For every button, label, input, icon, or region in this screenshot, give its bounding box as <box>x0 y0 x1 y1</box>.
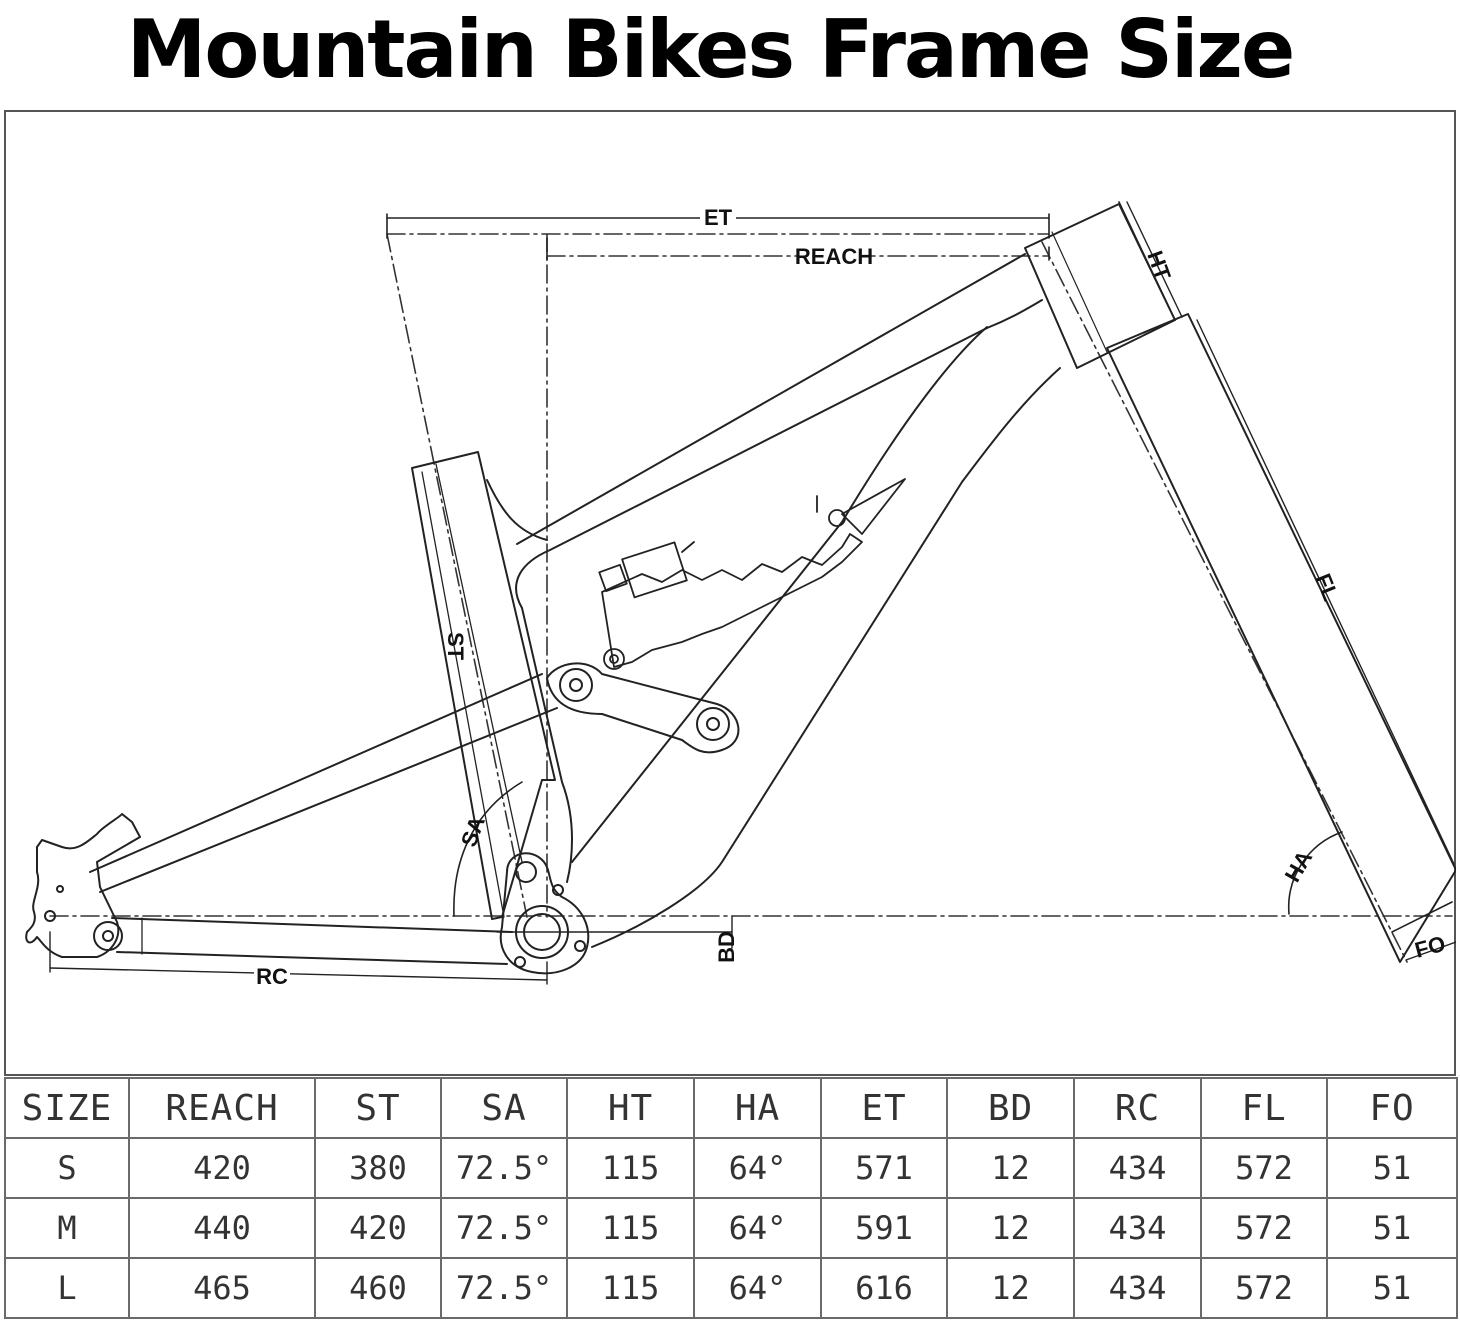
fl-dimension-line <box>1196 319 1455 865</box>
table-cell-rc: 434 <box>1073 1257 1202 1319</box>
table-cell-size: M <box>4 1197 130 1259</box>
bottom-bracket <box>499 852 590 975</box>
column-header-ha: HA <box>693 1077 822 1139</box>
table-cell-reach: 420 <box>128 1137 316 1199</box>
table-cell-bd: 12 <box>946 1137 1075 1199</box>
fo-dimension-line <box>1405 941 1456 961</box>
table-cell-rc: 434 <box>1073 1197 1202 1259</box>
seat-tube <box>411 451 573 920</box>
table-cell-ha: 64° <box>693 1257 822 1319</box>
rear-axle-circle <box>44 910 56 922</box>
table-cell-fo: 51 <box>1326 1257 1458 1319</box>
st-dimension-line <box>421 471 505 918</box>
label-bd: BD <box>714 931 739 963</box>
table-cell-st: 420 <box>314 1197 442 1259</box>
table-cell-rc: 434 <box>1073 1137 1202 1199</box>
table-cell-ha: 64° <box>693 1137 822 1199</box>
table-cell-reach: 440 <box>128 1197 316 1259</box>
table-cell-ht: 115 <box>566 1137 695 1199</box>
column-header-rc: RC <box>1073 1077 1202 1139</box>
label-et: ET <box>704 205 733 230</box>
rear-pivot <box>93 921 123 951</box>
head-tube <box>1024 201 1176 369</box>
table-cell-ha: 64° <box>693 1197 822 1259</box>
column-header-reach: REACH <box>128 1077 316 1139</box>
ha-angle-arc <box>1287 831 1343 915</box>
seat-stay <box>89 673 558 893</box>
column-header-et: ET <box>820 1077 948 1139</box>
table-cell-fl: 572 <box>1200 1137 1328 1199</box>
table-cell-size: L <box>4 1257 130 1319</box>
down-tube <box>571 326 1061 948</box>
column-header-st: ST <box>314 1077 442 1139</box>
bd-dimension-line <box>496 915 733 949</box>
dimension-labels: ET REACH HT FL ST SA HA BD RC FO <box>254 205 1448 989</box>
dimension-guides <box>49 233 1453 963</box>
table-cell-bd: 12 <box>946 1257 1075 1319</box>
label-ht: HT <box>1142 247 1176 284</box>
label-reach: REACH <box>795 244 873 269</box>
bike-frame-drawing: ET REACH HT FL ST SA HA BD RC FO <box>25 201 1456 989</box>
table-cell-fo: 51 <box>1326 1137 1458 1199</box>
table-cell-et: 591 <box>820 1197 948 1259</box>
table-cell-sa: 72.5° <box>440 1257 568 1319</box>
chain-stay <box>111 917 513 965</box>
rear-dropout <box>25 813 141 958</box>
column-header-fl: FL <box>1200 1077 1328 1139</box>
column-header-fo: FO <box>1326 1077 1458 1139</box>
table-cell-et: 571 <box>820 1137 948 1199</box>
table-cell-size: S <box>4 1137 130 1199</box>
page-title: Mountain Bikes Frame Size <box>126 3 1295 96</box>
column-header-size: SIZE <box>4 1077 130 1139</box>
table-cell-fl: 572 <box>1200 1257 1328 1319</box>
table-cell-et: 616 <box>820 1257 948 1319</box>
table-cell-bd: 12 <box>946 1197 1075 1259</box>
label-fo: FO <box>1412 931 1448 963</box>
rc-dimension-line <box>49 931 548 985</box>
top-tube <box>486 253 1043 609</box>
label-rc: RC <box>256 964 288 989</box>
table-cell-sa: 72.5° <box>440 1197 568 1259</box>
table-cell-sa: 72.5° <box>440 1137 568 1199</box>
table-cell-st: 380 <box>314 1137 442 1199</box>
rocker-link <box>546 662 740 754</box>
table-cell-fo: 51 <box>1326 1197 1458 1259</box>
label-sa: SA <box>456 813 490 850</box>
column-header-bd: BD <box>946 1077 1075 1139</box>
sa-angle-arc <box>453 781 523 917</box>
table-cell-ht: 115 <box>566 1197 695 1259</box>
rear-pivot-inner <box>102 930 114 942</box>
table-cell-reach: 465 <box>128 1257 316 1319</box>
label-st: ST <box>443 632 468 661</box>
table-cell-st: 460 <box>314 1257 442 1319</box>
label-fl: FL <box>1310 570 1343 604</box>
frame-geometry-diagram: ET REACH HT FL ST SA HA BD RC FO <box>4 110 1456 1076</box>
column-header-ht: HT <box>566 1077 695 1139</box>
table-cell-ht: 115 <box>566 1257 695 1319</box>
table-cell-fl: 572 <box>1200 1197 1328 1259</box>
rear-shock <box>598 478 906 670</box>
ht-dimension-line <box>1126 201 1183 318</box>
fork-leg <box>1106 313 1456 963</box>
column-header-sa: SA <box>440 1077 568 1139</box>
